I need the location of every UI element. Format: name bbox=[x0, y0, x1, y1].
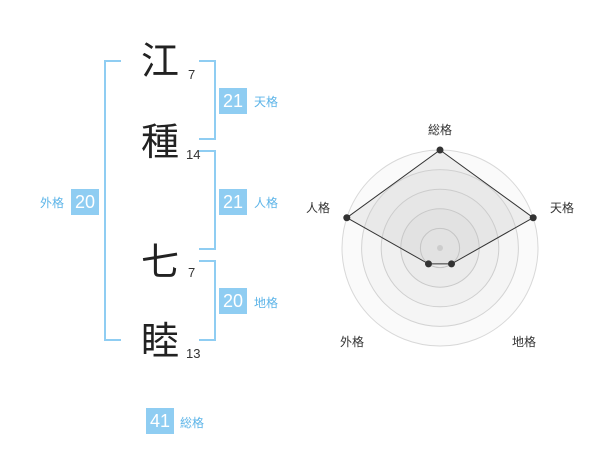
chikaku-label: 地格 bbox=[254, 296, 279, 310]
soukaku-value: 41 bbox=[146, 408, 174, 434]
radar-grid-ring-3 bbox=[380, 188, 500, 308]
gaikaku-value: 20 bbox=[71, 189, 99, 215]
radar-point-4 bbox=[424, 260, 432, 268]
gaikaku-label: 外格 bbox=[40, 196, 65, 210]
radar-center-dot bbox=[437, 245, 443, 251]
radar-label-gaikaku: 外格 bbox=[340, 334, 364, 349]
tenkaku-value: 21 bbox=[219, 88, 247, 114]
name-char-1: 江 bbox=[141, 39, 180, 83]
radar-label-chikaku: 地格 bbox=[512, 334, 536, 349]
jinkaku-bracket bbox=[199, 150, 216, 250]
stroke-count-2: 14 bbox=[186, 147, 201, 162]
radar-point-3 bbox=[448, 260, 456, 268]
stroke-count-4: 13 bbox=[186, 346, 201, 361]
soukaku-label: 総格 bbox=[180, 416, 205, 430]
stroke-count-1: 7 bbox=[188, 67, 196, 82]
chikaku-value: 20 bbox=[219, 288, 247, 314]
radar-label-soukaku: 総格 bbox=[428, 122, 452, 137]
jinkaku-value: 21 bbox=[219, 189, 247, 215]
chikaku-bracket bbox=[199, 260, 216, 341]
gaikaku-bracket bbox=[104, 60, 121, 341]
radar-point-5 bbox=[343, 214, 351, 222]
radar-data-polygon bbox=[345, 149, 535, 265]
name-char-2: 種 bbox=[141, 120, 180, 164]
radar-grid-ring-4 bbox=[361, 169, 519, 327]
radar-label-tenkaku: 天格 bbox=[550, 200, 574, 215]
name-char-4: 睦 bbox=[141, 319, 180, 363]
radar-points bbox=[343, 146, 537, 268]
stroke-count-3: 7 bbox=[188, 265, 196, 280]
radar-point-2 bbox=[529, 214, 537, 222]
tenkaku-label: 天格 bbox=[254, 95, 279, 109]
radar-grid-ring-1 bbox=[419, 227, 461, 269]
radar-point-1 bbox=[436, 146, 444, 154]
jinkaku-label: 人格 bbox=[254, 196, 279, 210]
radar-label-jinkaku: 人格 bbox=[306, 200, 330, 215]
name-char-3: 七 bbox=[141, 240, 180, 284]
tenkaku-bracket bbox=[199, 60, 216, 140]
